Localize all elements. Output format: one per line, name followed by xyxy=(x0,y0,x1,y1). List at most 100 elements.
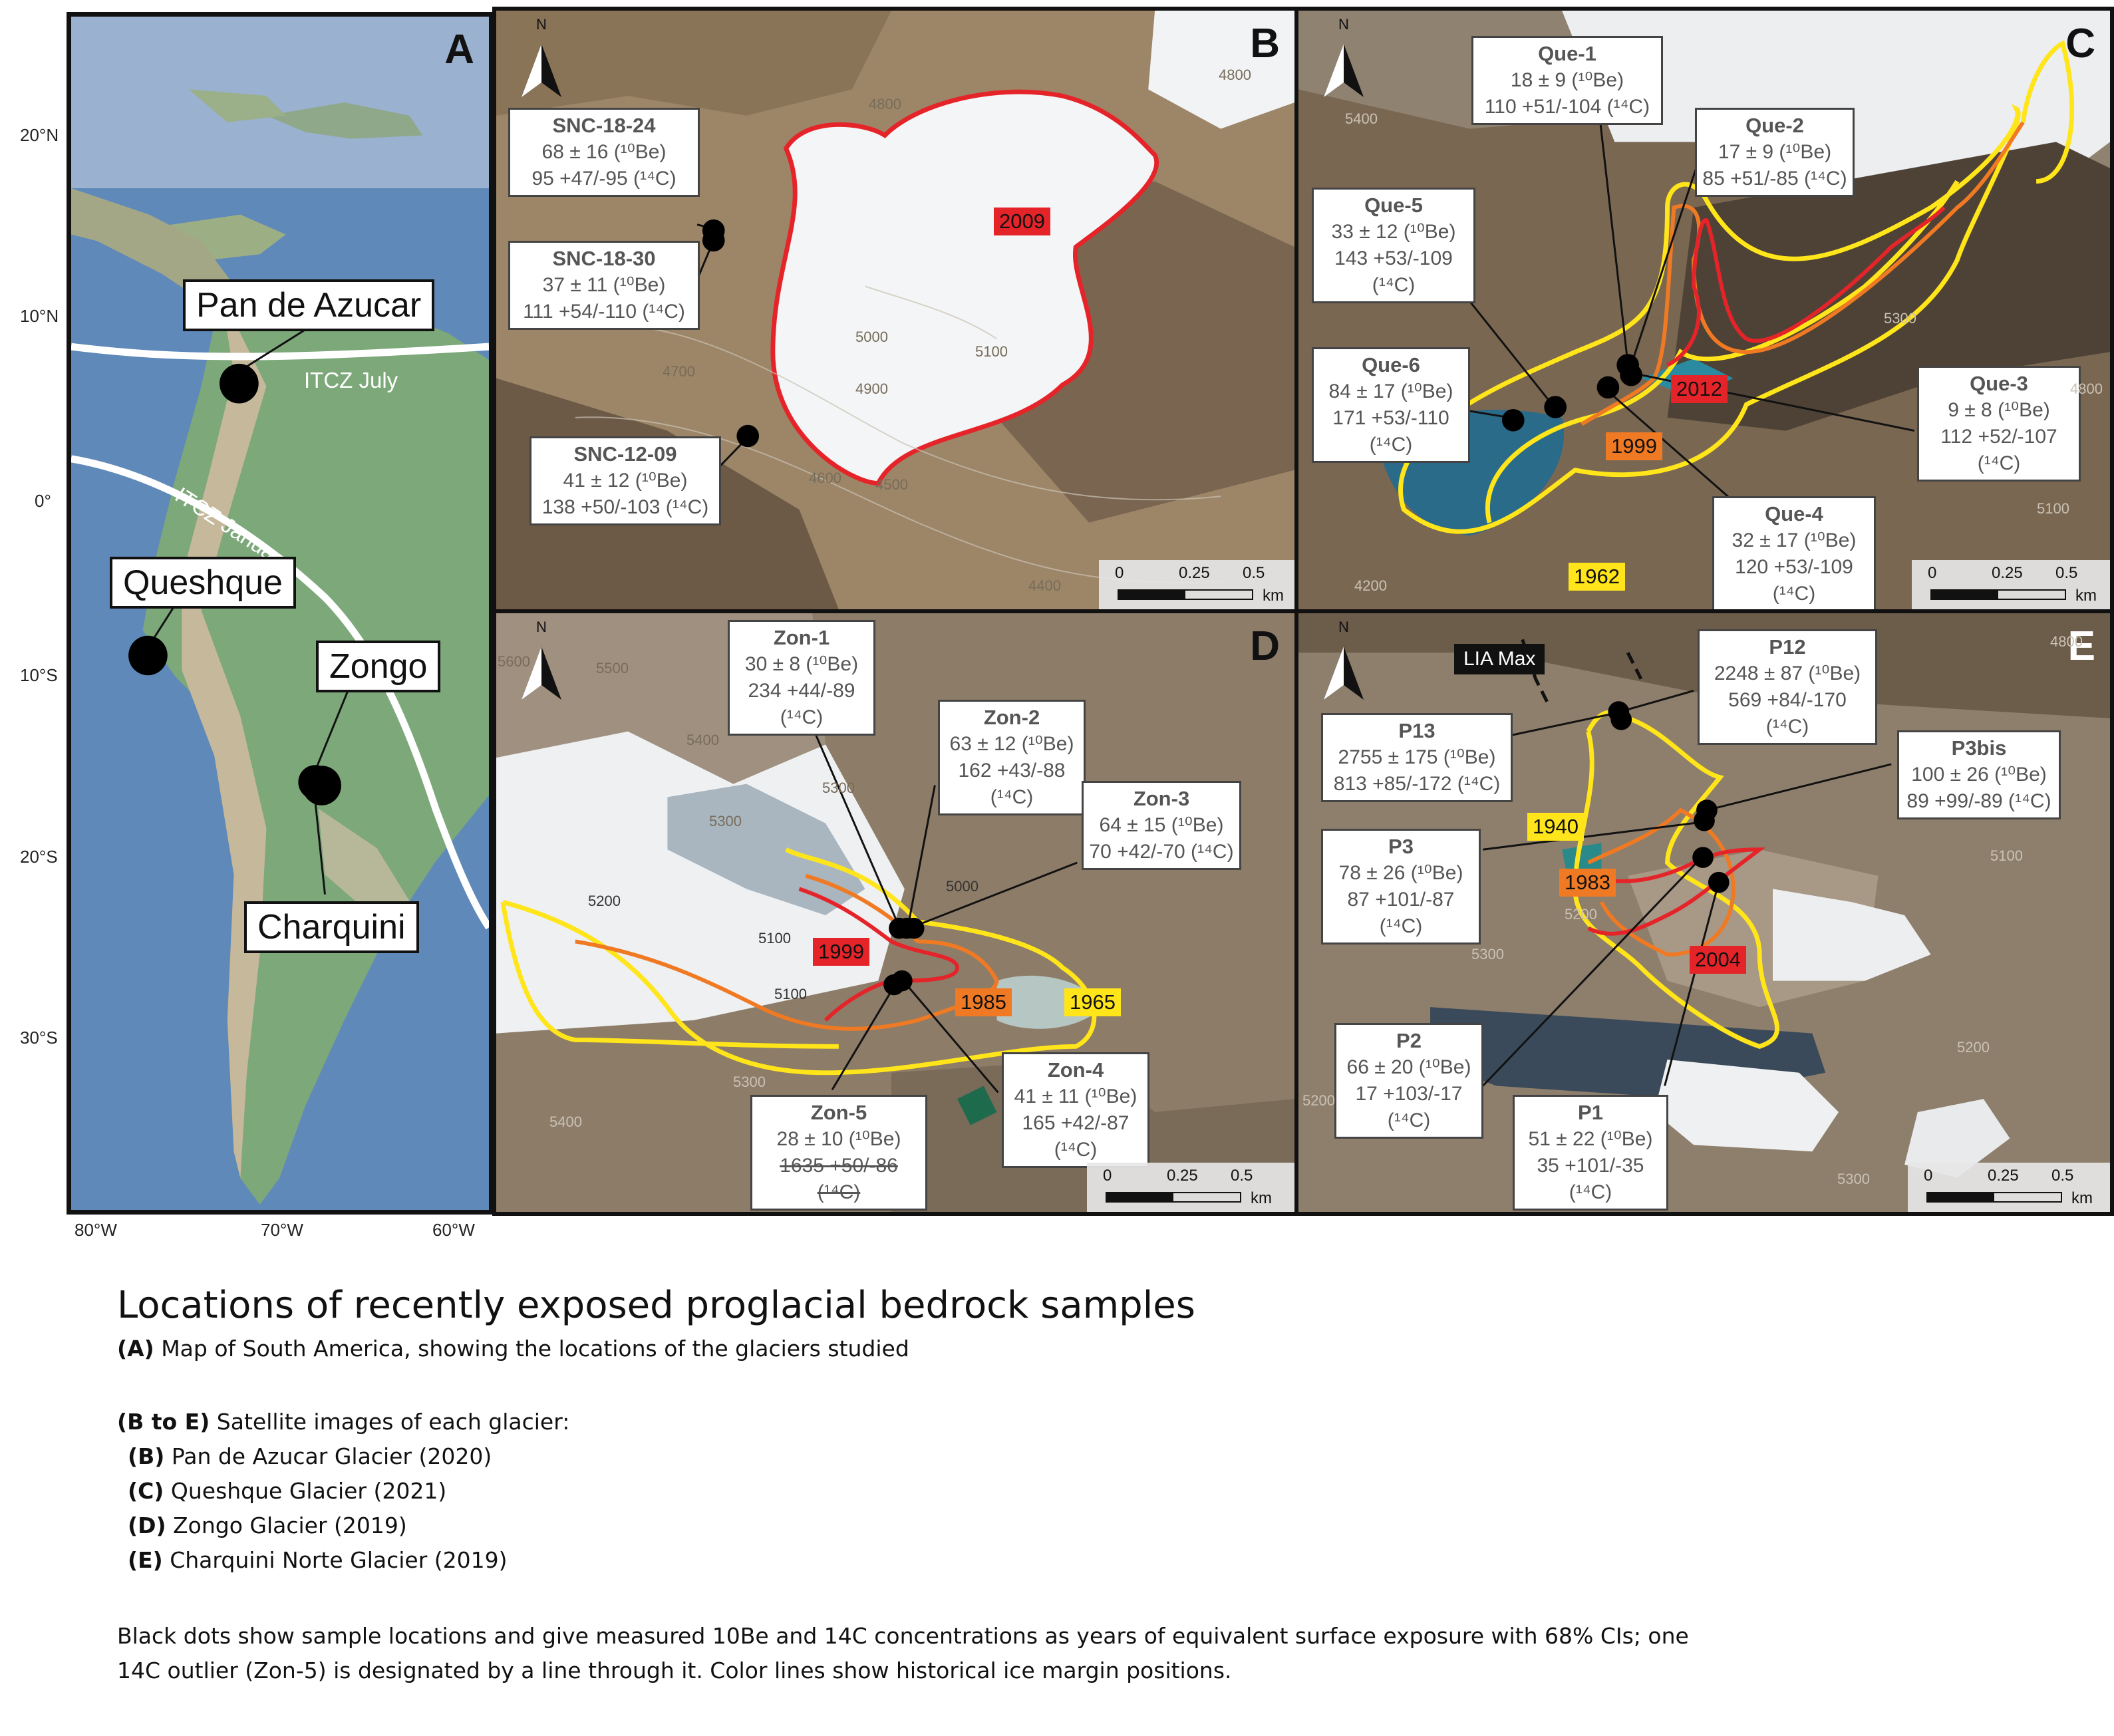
contour-label: 5200 xyxy=(1565,906,1597,923)
panel-c-satellite xyxy=(1298,11,2110,609)
caption-note-line-1: Black dots show sample locations and giv… xyxy=(117,1623,1689,1649)
contour-label: 4700 xyxy=(663,363,695,380)
queshque-dot xyxy=(128,635,168,676)
caption-a: (A) Map of South America, showing the lo… xyxy=(117,1336,909,1362)
lat-label: 0° xyxy=(35,491,51,511)
caption-item-e: (E) Charquini Norte Glacier (2019) xyxy=(128,1547,508,1573)
north-arrow-icon: N xyxy=(1324,619,1364,700)
caption-item-d: (D) Zongo Glacier (2019) xyxy=(128,1513,407,1538)
caption-item-c: (C) Queshque Glacier (2021) xyxy=(128,1478,447,1504)
contour-label: 5300 xyxy=(822,780,855,796)
lon-label: 70°W xyxy=(261,1220,303,1240)
caption-b-to-e: (B to E) Satellite images of each glacie… xyxy=(117,1409,570,1435)
ice-margin-year-1965: 1965 xyxy=(1064,988,1121,1016)
ice-margin-year-1999: 1999 xyxy=(813,938,869,966)
contour-label: 5100 xyxy=(1990,847,2023,864)
panel-c-letter: C xyxy=(2065,21,2095,67)
contour-label: 5300 xyxy=(733,1074,766,1090)
south-america-relief-map xyxy=(71,17,489,1210)
ice-margin-year-2012: 2012 xyxy=(1671,375,1728,403)
contour-label: 4800 xyxy=(869,96,901,112)
contour-label: 5600 xyxy=(498,653,530,670)
contour-label: 5200 xyxy=(1302,1092,1335,1109)
site-label-queshque: Queshque xyxy=(110,557,296,609)
contour-label: 5400 xyxy=(549,1113,582,1130)
contour-label: 5100 xyxy=(2037,500,2069,517)
contour-label: 4900 xyxy=(855,380,888,397)
contour-label: 4800 xyxy=(1219,67,1251,83)
contour-label: 5300 xyxy=(1884,310,1916,327)
contour-label: 5200 xyxy=(1957,1039,1990,1056)
contour-label: 5400 xyxy=(686,732,719,748)
lat-label: 10°S xyxy=(20,665,58,685)
panel-d-letter: D xyxy=(1250,623,1280,669)
ice-margin-year-2004: 2004 xyxy=(1690,946,1746,974)
outlier-c14-value: 1635 +50/-86 (¹⁴C) xyxy=(780,1155,898,1203)
lat-label: 30°S xyxy=(20,1028,58,1048)
pan-de-azucar-dot xyxy=(220,363,259,404)
contour-label: 4800 xyxy=(2050,633,2083,650)
lia-max-label: LIA Max xyxy=(1454,644,1545,674)
contour-label: 5100 xyxy=(975,343,1008,360)
caption-note-line-2: 14C outlier (Zon-5) is designated by a l… xyxy=(117,1658,1232,1683)
contour-label: 4800 xyxy=(2070,380,2103,397)
contour-label: 5000 xyxy=(946,878,979,895)
lat-label: 20°S xyxy=(20,847,58,867)
caption-item-b: (B) Pan de Azucar Glacier (2020) xyxy=(128,1443,492,1469)
ice-margin-year-1983: 1983 xyxy=(1559,869,1616,897)
panel-b-letter: B xyxy=(1250,21,1280,67)
site-label-zongo: Zongo xyxy=(316,641,441,692)
ice-margin-year-1962: 1962 xyxy=(1569,563,1625,591)
contour-label: 4200 xyxy=(1354,577,1387,594)
contour-label: 5200 xyxy=(588,893,621,909)
itcz-july-label: ITCZ July xyxy=(304,368,398,392)
north-arrow-icon: N xyxy=(1324,16,1364,97)
ice-margin-year-1985: 1985 xyxy=(955,988,1012,1016)
lon-label: 80°W xyxy=(75,1220,117,1240)
contour-label: 4600 xyxy=(809,470,841,486)
zongo-dot xyxy=(302,766,341,805)
contour-label: 5400 xyxy=(1345,110,1378,127)
ice-margin-year-1999: 1999 xyxy=(1606,432,1662,460)
contour-label: 5500 xyxy=(596,660,629,676)
panel-a-map: A Pan de Azucar ITCZ July ITCZ January Q… xyxy=(67,12,494,1215)
contour-label: 4400 xyxy=(1028,577,1061,594)
site-label-charquini: Charquini xyxy=(244,901,419,953)
ice-margin-year-1940: 1940 xyxy=(1527,813,1584,841)
site-label-pan-de-azucar: Pan de Azucar xyxy=(183,279,435,331)
contour-label: 5300 xyxy=(1471,946,1504,962)
contour-label: 5000 xyxy=(855,329,888,345)
contour-label: 5100 xyxy=(758,930,791,946)
north-arrow-icon: N xyxy=(522,619,561,700)
contour-label: 5300 xyxy=(709,813,742,829)
contour-label: 4500 xyxy=(875,476,908,493)
contour-label: 5100 xyxy=(774,986,807,1002)
lat-label: 20°N xyxy=(20,125,59,145)
lat-label: 10°N xyxy=(20,306,59,326)
north-arrow-icon: N xyxy=(522,16,561,97)
